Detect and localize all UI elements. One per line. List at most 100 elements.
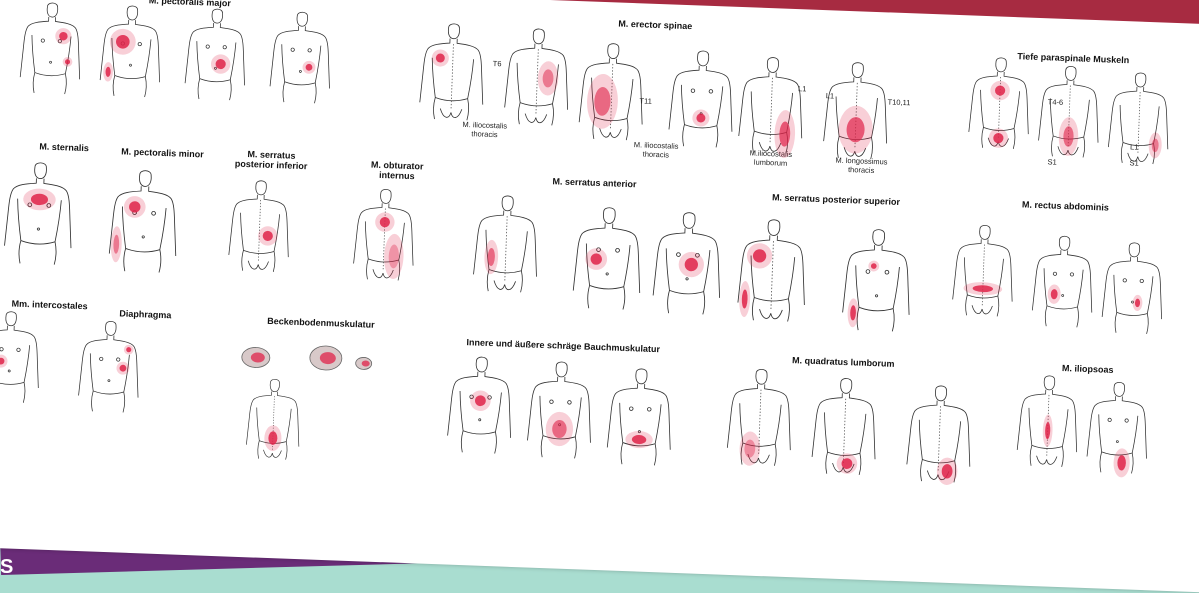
referred-pain-zone xyxy=(23,188,56,211)
figure-serratus-posterior-inferior-drawing xyxy=(224,178,295,274)
referred-pain-zone xyxy=(1047,284,1061,304)
referred-pain-zone xyxy=(258,226,278,246)
label-diaphragma: Diaphragma xyxy=(119,308,171,320)
figure-iliopsoas-1 xyxy=(1012,373,1083,469)
referred-pain-zone xyxy=(124,345,134,355)
referred-pain-zone xyxy=(0,354,8,367)
figure-quadratus-lumborum-1-drawing xyxy=(722,367,798,469)
referred-pain-zone xyxy=(537,61,559,96)
figure-serratus-posterior-superior-2 xyxy=(837,227,917,334)
marker-s1: S1 xyxy=(1047,158,1056,167)
figure-iliocostalis-thoracis-1-drawing xyxy=(415,21,491,123)
figure-paraspinal-1 xyxy=(964,55,1035,151)
figure-iliocostalis-thoracis-3-drawing xyxy=(574,41,650,143)
label-serratus-anterior: M. serratus anterior xyxy=(552,176,636,189)
figure-rectus-abdominis-1 xyxy=(948,223,1019,319)
label-serratus-posterior-inferior: M. serratus posterior inferior xyxy=(235,149,308,172)
figure-iliopsoas-2-drawing xyxy=(1082,380,1153,476)
referred-pain-zone xyxy=(1148,132,1162,158)
figure-paraspinal-3 xyxy=(1103,70,1174,166)
figure-iliopsoas-1-drawing xyxy=(1012,373,1083,469)
figure-beckenboden xyxy=(242,377,305,462)
referred-pain-zone xyxy=(868,260,879,271)
figure-pectoralis-major-1 xyxy=(15,1,86,97)
figure-pectoralis-minor xyxy=(104,168,184,275)
label-intercostales: Mm. intercostales xyxy=(11,298,87,311)
figure-bauchmuskulatur-1-drawing xyxy=(442,354,518,456)
figure-bauchmuskulatur-3-drawing xyxy=(602,366,678,468)
figure-pectoralis-major-2-drawing xyxy=(95,3,166,99)
referred-pain-zone xyxy=(747,243,773,269)
referred-pain-zone xyxy=(678,251,704,277)
figure-quadratus-lumborum-3-drawing xyxy=(902,383,978,485)
figure-beckenboden-drawing xyxy=(242,377,305,462)
referred-pain-zone xyxy=(63,57,73,67)
figure-quadratus-lumborum-1 xyxy=(722,367,798,469)
referred-pain-zone xyxy=(1042,414,1053,447)
referred-pain-zone xyxy=(774,110,796,159)
figure-paraspinal-2-drawing xyxy=(1034,64,1105,160)
label-erector-spinae: M. erector spinae xyxy=(618,19,692,32)
referred-pain-zone xyxy=(116,362,129,375)
figure-rectus-abdominis-1-drawing xyxy=(948,223,1019,319)
figure-pectoralis-major-1-drawing xyxy=(15,1,86,97)
referred-pain-zone xyxy=(545,411,574,446)
figure-rectus-abdominis-3 xyxy=(1097,240,1168,336)
label-quadratus-lumborum: M. quadratus lumborum xyxy=(792,355,895,369)
referred-pain-zone xyxy=(1132,295,1142,311)
referred-pain-zone xyxy=(838,105,874,154)
figure-iliocostalis-thoracis-3 xyxy=(574,41,650,143)
figure-obturator-internus-drawing xyxy=(349,187,420,283)
referred-pain-zone xyxy=(963,281,1002,295)
figure-rectus-abdominis-2-drawing xyxy=(1027,234,1098,330)
figure-intercostales-drawing xyxy=(0,309,45,405)
referred-pain-zone xyxy=(625,431,653,449)
figure-serratus-anterior-2 xyxy=(568,205,648,312)
figure-rectus-abdominis-3-drawing xyxy=(1097,240,1168,336)
referred-pain-zone xyxy=(988,128,1008,148)
referred-pain-zone xyxy=(109,28,136,55)
figure-pectoralis-minor-drawing xyxy=(104,168,184,275)
referred-pain-zone xyxy=(211,54,231,74)
referred-pain-zone xyxy=(124,196,146,218)
figure-serratus-posterior-superior-1-drawing xyxy=(732,217,812,324)
figure-diaphragma-drawing xyxy=(74,319,145,415)
figure-iliocostalis-thoracis-1 xyxy=(415,21,491,123)
figure-diaphragma xyxy=(74,319,145,415)
figure-paraspinal-3-drawing xyxy=(1103,70,1174,166)
referred-pain-zone xyxy=(55,28,72,45)
referred-pain-zone xyxy=(484,240,499,275)
referred-pain-zone xyxy=(836,453,857,474)
figure-beckenboden-sections xyxy=(235,329,387,384)
figure-iliocostalis-lumborum xyxy=(734,55,810,157)
label-schraege-bauchmuskulatur: Innere und äußere schräge Bauchmuskulatu… xyxy=(466,337,660,354)
label-rectus-abdominis: M. rectus abdominis xyxy=(1022,199,1109,212)
referred-pain-zone xyxy=(103,62,113,82)
label-iliopsoas: M. iliopsoas xyxy=(1062,363,1114,375)
label-pectoralis-minor: M. pectoralis minor xyxy=(121,146,204,159)
figure-bauchmuskulatur-3 xyxy=(602,366,678,468)
figure-bauchmuskulatur-1 xyxy=(442,354,518,456)
referred-pain-zone xyxy=(264,425,282,451)
figure-serratus-anterior-3-drawing xyxy=(648,210,728,317)
figure-obturator-internus xyxy=(349,187,420,283)
referred-pain-zone xyxy=(383,233,404,279)
figure-quadratus-lumborum-2-drawing xyxy=(807,376,883,478)
referred-pain-zone xyxy=(470,390,491,411)
label-serratus-posterior-superior: M. serratus posterior superior xyxy=(772,192,900,207)
next-section-label: S xyxy=(0,556,13,579)
referred-pain-zone xyxy=(585,248,607,270)
referred-pain-zone xyxy=(990,81,1010,101)
figure-iliocostalis-thoracis-2 xyxy=(500,26,576,128)
figure-serratus-anterior-3 xyxy=(648,210,728,317)
marker-t6: T6 xyxy=(493,60,502,69)
referred-pain-zone xyxy=(739,281,751,317)
banner-title: chmerzbereich xyxy=(409,0,579,1)
figure-intercostales xyxy=(0,309,45,405)
referred-pain-zone xyxy=(1113,448,1130,478)
figure-quadratus-lumborum-3 xyxy=(902,383,978,485)
figure-longissimus-thoracis xyxy=(818,60,894,162)
label-beckenbodenmuskulatur: Beckenbodenmuskulatur xyxy=(267,316,375,330)
figure-sternalis-drawing xyxy=(0,160,79,267)
